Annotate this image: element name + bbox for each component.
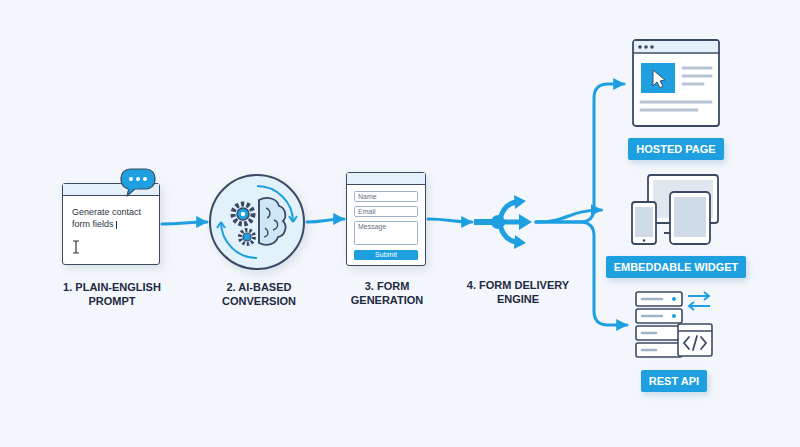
form-window: NameEmailMessageSubmit3. FORM GENERATION: [346, 172, 426, 266]
graphic-part: [237, 208, 249, 220]
graphic-part: [638, 45, 642, 49]
prompt-window: Generate contact form fields1. PLAIN-ENG…: [62, 183, 160, 265]
graphic-part: [143, 177, 147, 181]
graphic-part: [632, 288, 716, 362]
graphic-part: [259, 198, 285, 245]
graphic-part: [514, 195, 526, 209]
graphic-part: [635, 207, 653, 237]
text-cursor: [72, 240, 80, 254]
graphic-part: [217, 222, 225, 228]
graphic-part: [624, 172, 728, 248]
speech-bubble: [119, 167, 157, 197]
step-label: 1. PLAIN-ENGLISH PROMPT: [54, 280, 170, 309]
input-field: Message: [354, 221, 418, 245]
graphic-part: [474, 192, 534, 252]
graphic-part: [259, 200, 278, 243]
graphic-part: [653, 70, 665, 88]
graphic-part: [642, 299, 662, 350]
field-placeholder: Name: [355, 192, 417, 201]
graphic-part: [127, 188, 136, 196]
graphic-part: [129, 177, 133, 181]
output-channel: REST API: [629, 288, 719, 392]
graphic-part: [678, 324, 712, 356]
graphic-part: [641, 68, 711, 110]
graphic-part: [632, 202, 656, 244]
text-caret: [116, 221, 117, 229]
graphic-part: [241, 212, 245, 216]
channel-badge: HOSTED PAGE: [628, 138, 723, 160]
graphic-part: [634, 41, 718, 52]
flow-arrow: [536, 84, 624, 222]
step-label: 2. AI-BASED CONVERSION: [201, 280, 317, 309]
graphic-part: [678, 330, 712, 331]
graphic-part: [633, 40, 719, 126]
field-placeholder: Email: [355, 207, 417, 216]
graphic-part: [643, 239, 646, 242]
output-channel: EMBEDDABLE WIDGET: [604, 172, 749, 278]
window-bar: [347, 173, 425, 185]
flow-arrow: [162, 222, 207, 224]
graphic-part: [626, 130, 726, 138]
prompt-text: Generate contact form fields: [72, 206, 152, 230]
graphic-part: [240, 230, 254, 244]
graphic-part: [73, 241, 79, 253]
graphic-part: [631, 38, 721, 130]
graphic-part: [644, 45, 648, 49]
ai-circle: 2. AI-BASED CONVERSION: [209, 174, 305, 270]
graphic-part: [604, 248, 749, 256]
graphic-part: [128, 187, 137, 189]
channel-badge: REST API: [641, 370, 707, 392]
submit-button: Submit: [354, 250, 418, 260]
graphic-part: [162, 84, 627, 325]
graphic-part: [289, 216, 297, 222]
graphic-part: [243, 233, 251, 241]
input-field: Email: [354, 206, 418, 217]
delivery-engine: 4. FORM DELIVERY ENGINE: [474, 192, 534, 252]
graphic-part: [233, 204, 253, 224]
graphic-part: [121, 169, 155, 189]
graphic-part: [519, 214, 532, 230]
graphic-part: [136, 177, 140, 181]
graphic-part: [500, 202, 516, 219]
graphic-part: [502, 220, 520, 225]
graphic-part: [670, 192, 710, 244]
button-text: Submit: [354, 250, 418, 260]
graphic-part: [633, 52, 719, 54]
step-label: 4. FORM DELIVERY ENGINE: [460, 278, 576, 307]
graphic-part: [514, 235, 526, 249]
step-label: 3. FORM GENERATION: [329, 279, 445, 308]
graphic-part: [684, 336, 706, 350]
graphic-part: [672, 297, 676, 301]
flow-arrow: [536, 210, 602, 222]
field-placeholder: Message: [355, 222, 417, 231]
flow-arrow: [307, 219, 344, 222]
graphic-part: [650, 45, 654, 49]
channel-badge: EMBEDDABLE WIDGET: [606, 256, 747, 278]
graphic-part: [500, 225, 516, 242]
output-channel: HOSTED PAGE: [626, 38, 726, 160]
input-field: Name: [354, 191, 418, 202]
graphic-part: [629, 362, 719, 370]
graphic-part: [672, 314, 676, 318]
flow-arrow: [428, 219, 472, 222]
graphic-part: [674, 197, 706, 237]
graphic-part: [211, 176, 303, 268]
graphic-part: [688, 292, 710, 310]
graphic-part: [221, 222, 257, 258]
graphic-part: [641, 63, 675, 93]
